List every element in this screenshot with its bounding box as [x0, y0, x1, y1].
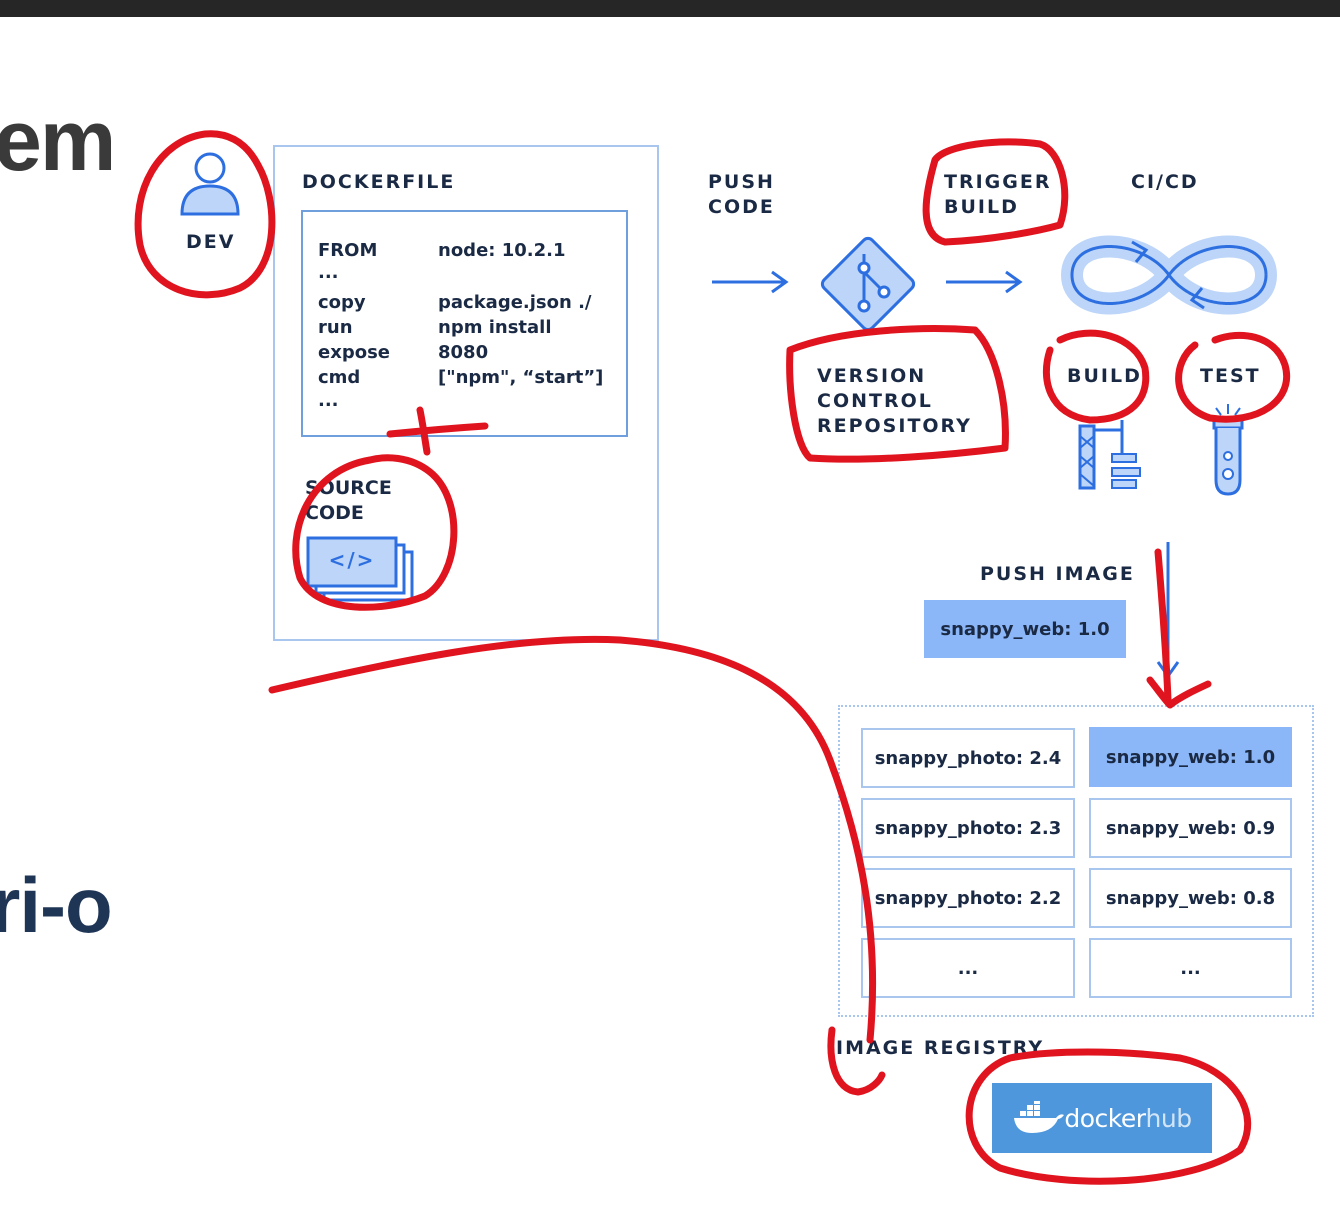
dockerfile-panel: [273, 145, 659, 641]
registry-tag: snappy_web: 1.0: [1089, 727, 1292, 787]
slide-text-fragment: ri-o: [0, 861, 113, 949]
push-image-label: PUSH IMAGE: [980, 563, 1135, 585]
registry-tag: snappy_web: 0.8: [1089, 868, 1292, 928]
git-icon: [820, 236, 916, 332]
dockerfile-line: ...: [318, 260, 618, 285]
ci-cd-label: CI/CD: [1131, 171, 1199, 193]
registry-tag: ...: [1089, 938, 1292, 998]
vcs-label: VERSION CONTROL REPOSITORY: [817, 365, 972, 437]
dockerfile-line: run npm install: [318, 315, 618, 340]
image-registry-panel: [838, 705, 1314, 1017]
registry-tag: snappy_photo: 2.3: [861, 798, 1075, 858]
dockerhub-docker-word: docker: [1064, 1103, 1146, 1133]
registry-tag: ...: [861, 938, 1075, 998]
dockerfile-instruction: cmd: [318, 367, 361, 388]
dockerfile-code-box: [301, 210, 628, 437]
test-label: TEST: [1200, 365, 1261, 387]
dockerfile-argument: npm install: [438, 317, 552, 338]
annotation-circle-vcs: [786, 325, 1009, 463]
dockerfile-title: DOCKERFILE: [302, 171, 456, 193]
dockerfile-line: expose 8080: [318, 340, 618, 365]
annotation-plus: [386, 406, 489, 456]
dockerfile-argument: ["npm", “start”]: [438, 367, 604, 388]
dockerfile-instruction: ...: [318, 390, 339, 411]
registry-tag: snappy_photo: 2.2: [861, 868, 1075, 928]
dockerfile-argument: package.json ./: [438, 292, 592, 313]
pushed-image-tag: snappy_web: 1.0: [924, 600, 1126, 658]
annotation-circle-build: [1042, 329, 1150, 424]
dockerfile-instruction: expose: [318, 342, 390, 363]
image-registry-label: IMAGE REGISTRY: [836, 1037, 1045, 1059]
test-tube-icon: [1212, 404, 1244, 496]
annotation-circle-source: [292, 454, 458, 611]
registry-tag: snappy_web: 0.9: [1089, 798, 1292, 858]
build-label: BUILD: [1067, 365, 1142, 387]
dockerfile-argument: node: 10.2.1: [438, 240, 566, 261]
trigger-build-label: TRIGGER BUILD: [944, 171, 1052, 218]
dockerfile-line: cmd ["npm", “start”]: [318, 365, 618, 390]
arrow-right-icon: [712, 270, 789, 294]
push-code-label: PUSH CODE: [708, 171, 775, 218]
docker-whale-icon: [1014, 1101, 1065, 1133]
arrow-right-icon: [946, 270, 1023, 294]
source-code-icon-text: </>: [328, 548, 376, 572]
dev-label: DEV: [186, 231, 236, 253]
dockerfile-instruction: ...: [318, 262, 339, 283]
dockerfile-instruction: copy: [318, 292, 366, 313]
slide-title-fragment: em: [0, 93, 116, 189]
dockerfile-line: copy package.json ./: [318, 290, 618, 315]
dockerhub-hub-word: hub: [1145, 1103, 1193, 1133]
annotation-circle-test: [1175, 331, 1291, 423]
top-bar: [0, 0, 1340, 17]
dockerfile-instruction: FROM: [318, 240, 378, 261]
dockerfile-instruction: run: [318, 317, 353, 338]
annotation-circle-dev: [134, 130, 276, 299]
annotation-circle-trigger: [922, 138, 1069, 246]
annotation-circle-dockerhub: [965, 1048, 1252, 1185]
annotation-long-curve: [268, 635, 886, 1096]
infinity-icon: [1060, 235, 1278, 315]
dockerfile-argument: 8080: [438, 342, 489, 363]
dockerfile-code: FROM node: 10.2.1 ... copy package.json …: [318, 238, 618, 418]
person-icon: [180, 152, 240, 216]
registry-tag: snappy_photo: 2.4: [861, 728, 1075, 788]
annotation-arrow-down: [1146, 548, 1212, 709]
crane-icon: [1078, 420, 1141, 490]
dockerfile-line: FROM node: 10.2.1: [318, 238, 618, 263]
source-code-icon: [306, 536, 414, 602]
dockerfile-line: ...: [318, 388, 618, 413]
